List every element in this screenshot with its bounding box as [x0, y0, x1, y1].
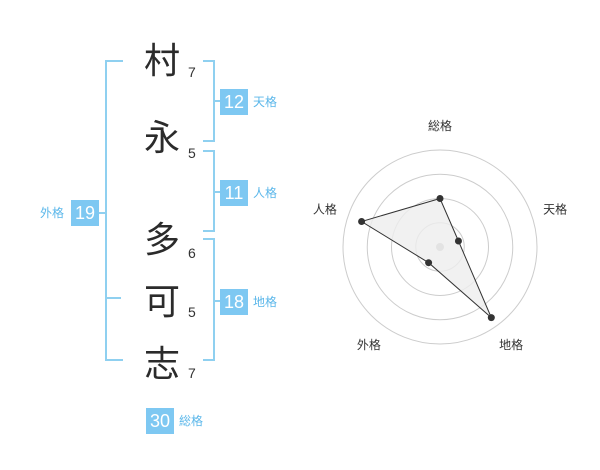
- gaikaku-bracket: [105, 60, 123, 361]
- jinkaku-connector: [213, 191, 220, 193]
- radar-grid-ring: [366, 173, 514, 321]
- tenkaku-label: 天格: [253, 95, 278, 109]
- chikaku-badge: 18: [220, 289, 248, 315]
- stroke-count-1: 7: [188, 64, 196, 80]
- name-char-5: 志: [143, 344, 180, 385]
- jinkaku-badge: 11: [220, 180, 248, 206]
- chikaku-bracket: [203, 238, 215, 361]
- gaikaku-divider: [105, 297, 121, 299]
- radar-axis-label-1: 総格: [428, 118, 452, 133]
- name-char-4: 可: [143, 282, 180, 323]
- radar-point-5: [358, 218, 366, 226]
- name-char-1: 村: [143, 41, 180, 82]
- radar-axis-label-2: 天格: [543, 202, 567, 217]
- radar-area: [360, 197, 492, 319]
- radar-point-1: [436, 195, 444, 202]
- stroke-count-4: 5: [188, 304, 196, 320]
- tenkaku-connector: [213, 100, 220, 102]
- stroke-count-5: 7: [188, 365, 196, 381]
- radar-point-2: [454, 237, 462, 245]
- radar-axis-label-5: 人格: [313, 202, 337, 217]
- stroke-count-2: 5: [188, 145, 196, 161]
- jinkaku-label: 人格: [253, 186, 278, 200]
- radar-axis-label-4: 外格: [357, 337, 381, 352]
- name-char-3: 多: [143, 220, 180, 261]
- radar-axis-label-3: 地格: [499, 337, 523, 352]
- tenkaku-badge: 12: [220, 89, 248, 115]
- soukaku-label: 総格: [179, 414, 204, 428]
- stroke-count-3: 6: [188, 245, 196, 261]
- gaikaku-label: 外格: [40, 206, 65, 220]
- name-char-2: 永: [143, 118, 180, 159]
- radar-grid-ring: [342, 149, 538, 345]
- soukaku-badge: 30: [146, 408, 174, 434]
- radar-point-4: [425, 259, 433, 267]
- gaikaku-badge: 19: [71, 200, 99, 226]
- radar-point-3: [487, 314, 495, 322]
- gaikaku-connector: [99, 212, 107, 214]
- chikaku-label: 地格: [253, 295, 278, 309]
- chikaku-connector: [213, 300, 220, 302]
